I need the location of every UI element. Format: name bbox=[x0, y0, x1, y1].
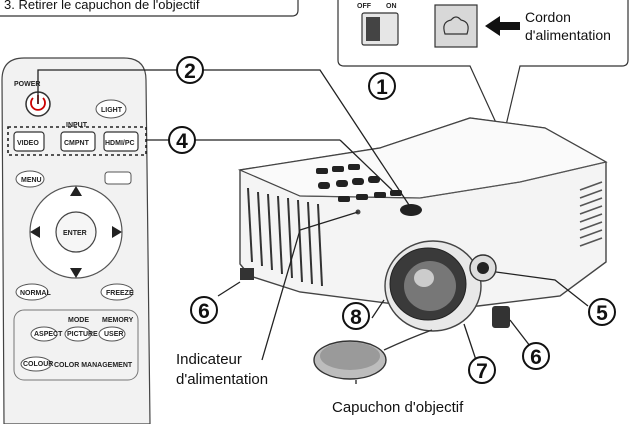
front-vents bbox=[247, 187, 323, 287]
instruction-text: 3. Retirer le capuchon de l'objectif bbox=[4, 0, 200, 12]
remote-light-label: LIGHT bbox=[101, 107, 123, 114]
callout-7-text: 7 bbox=[476, 360, 488, 383]
arrow-left-icon bbox=[30, 226, 40, 238]
remote-cmpnt-button bbox=[60, 131, 96, 152]
off-label: OFF bbox=[357, 3, 372, 10]
callout-2: 2 bbox=[176, 56, 204, 84]
ac-inlet-icon bbox=[443, 16, 469, 35]
remote-colour-mgmt-label: COLOR MANAGEMENT bbox=[54, 362, 133, 369]
callout-1: 1 bbox=[368, 72, 396, 100]
arrow-left-icon bbox=[485, 16, 520, 36]
lens-cap bbox=[313, 329, 433, 380]
remote-colour-label: COLOUR bbox=[23, 361, 53, 368]
arrow-up-icon bbox=[70, 186, 82, 196]
remote-input-label: INPUT bbox=[66, 122, 88, 129]
cable-label-line1: Cordon bbox=[525, 9, 571, 25]
remote-aspect-label: ASPECT bbox=[34, 331, 63, 338]
instruction-box: 3. Retirer le capuchon de l'objectif bbox=[0, 0, 299, 17]
remote-cmpnt-label: CMPNT bbox=[64, 140, 90, 147]
indicator-label-line1: Indicateur bbox=[176, 351, 242, 368]
callout-6-left: 6 bbox=[190, 296, 218, 324]
remote-normal-label: NORMAL bbox=[20, 290, 51, 297]
input-buttons-highlight bbox=[7, 126, 147, 156]
callout-1-text: 1 bbox=[376, 76, 388, 99]
remote-picture-label: PICTURE bbox=[67, 331, 98, 338]
side-vents bbox=[579, 181, 603, 247]
cable-label-line2: d'alimentation bbox=[525, 27, 611, 43]
remote-freeze-label: FREEZE bbox=[106, 290, 134, 297]
lens-cap-label: Capuchon d'objectif bbox=[332, 399, 464, 416]
power-switch-rocker bbox=[366, 17, 380, 41]
callout-8-text: 8 bbox=[350, 306, 362, 329]
remote-picture-button bbox=[64, 326, 92, 342]
callout-5: 5 bbox=[588, 298, 616, 326]
remote-return-button bbox=[104, 171, 132, 185]
callout-2-text: 2 bbox=[184, 60, 196, 83]
callout-8: 8 bbox=[342, 302, 370, 330]
lens-cap-strap bbox=[383, 329, 433, 351]
remote-freeze-button bbox=[100, 283, 134, 301]
remote-video-label: VIDEO bbox=[17, 140, 39, 147]
remote-menu-button bbox=[15, 170, 45, 188]
arrow-down-icon bbox=[70, 268, 82, 278]
callout-6-left-text: 6 bbox=[198, 300, 210, 323]
ac-inlet bbox=[434, 4, 478, 48]
remote-mode-label: MODE bbox=[68, 317, 89, 324]
projector bbox=[237, 117, 608, 332]
remote-menu-label: MENU bbox=[21, 177, 42, 184]
remote-enter-label: ENTER bbox=[63, 230, 87, 237]
lens-glass bbox=[404, 261, 456, 311]
callout-5-text: 5 bbox=[596, 302, 608, 325]
switch-panel: OFF ON Cordon d'alimentation bbox=[337, 0, 629, 140]
remote-colour-button bbox=[20, 356, 52, 372]
remote-lower-panel bbox=[13, 309, 139, 381]
remote-aspect-button bbox=[30, 326, 58, 342]
remote-normal-button bbox=[15, 283, 49, 301]
remote-hdmi-pc-label: HDMI/PC bbox=[105, 140, 135, 147]
projector-power-button bbox=[400, 204, 422, 216]
callout-4-text: 4 bbox=[176, 130, 188, 153]
callout-6-right-text: 6 bbox=[530, 346, 542, 369]
remote-memory-label: MEMORY bbox=[102, 317, 134, 324]
remote-video-button bbox=[13, 131, 45, 152]
on-label: ON bbox=[386, 3, 397, 10]
arrow-right-icon bbox=[112, 226, 122, 238]
callout-4: 4 bbox=[168, 126, 196, 154]
remote-power-label: POWER bbox=[14, 81, 40, 88]
remote-enter-button bbox=[55, 211, 97, 253]
remote-control: POWER LIGHT INPUT VIDEO CMPNT HDMI/PC ME… bbox=[1, 57, 151, 424]
callout-7: 7 bbox=[468, 356, 496, 384]
power-icon bbox=[30, 97, 46, 111]
callout-6-right: 6 bbox=[522, 342, 550, 370]
remote-user-label: USER bbox=[104, 331, 123, 338]
indicator-label-line2: d'alimentation bbox=[176, 371, 268, 388]
right-foot bbox=[492, 306, 510, 328]
projector-controls bbox=[316, 164, 402, 202]
remote-hdmi-pc-button bbox=[103, 131, 139, 152]
remote-user-button bbox=[98, 326, 126, 342]
left-foot bbox=[240, 268, 254, 280]
remote-light-button bbox=[95, 99, 127, 119]
